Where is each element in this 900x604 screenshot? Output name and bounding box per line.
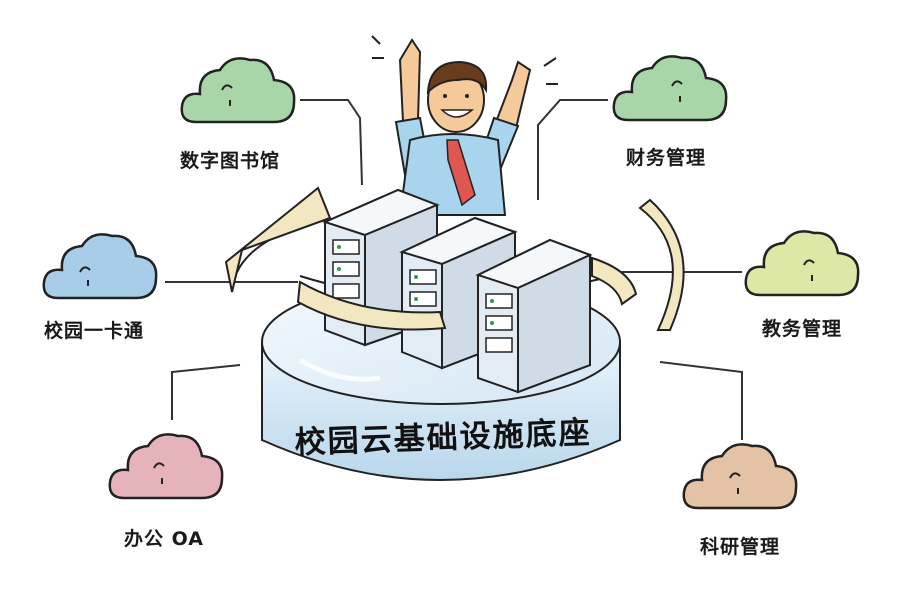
- cloud-icon-digital-library: [180, 57, 296, 124]
- label-research: 科研管理: [700, 536, 781, 558]
- server-rack-right: [475, 238, 593, 394]
- cloud-icon-academic: [744, 230, 860, 297]
- cloud-icon-research: [682, 443, 798, 510]
- orbit-band-front: [296, 280, 447, 331]
- label-campus-card: 校园一卡通: [44, 320, 145, 342]
- cloud-icon-campus-card: [42, 233, 158, 300]
- cloud-icon-finance: [612, 55, 728, 122]
- cloud-icon-office-oa: [108, 433, 224, 500]
- label-academic: 教务管理: [762, 318, 843, 340]
- label-finance: 财务管理: [626, 147, 707, 169]
- connector-office-oa: [171, 364, 241, 420]
- connector-digital-library: [300, 99, 363, 186]
- label-office-oa: 办公 OA: [124, 528, 204, 550]
- label-digital-library: 数字图书馆: [180, 150, 281, 172]
- orbit-band-front-right: [591, 256, 638, 306]
- person-illustration: [371, 35, 558, 216]
- connector-research: [659, 361, 743, 440]
- connector-finance: [537, 99, 608, 200]
